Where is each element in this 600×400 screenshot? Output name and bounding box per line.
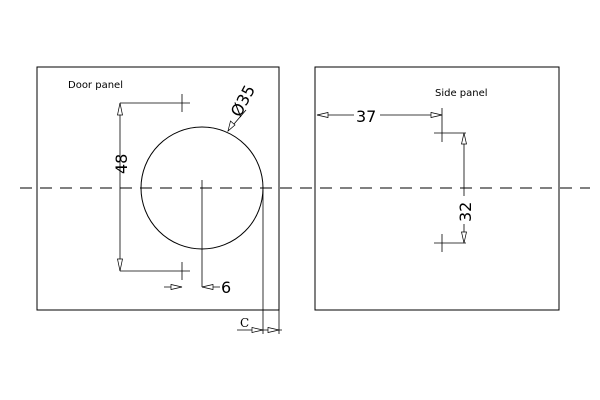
door-screw-marker-bottom	[120, 262, 190, 280]
dimension-6-text: 6	[221, 278, 231, 297]
door-panel-label: Door panel	[68, 80, 123, 91]
dimension-6: 6	[164, 278, 231, 297]
dimension-diameter-35-text: Ø35	[227, 82, 259, 120]
side-screw-marker-bottom	[434, 234, 466, 252]
dimension-c-text: C	[240, 316, 249, 330]
dimension-c: C	[237, 190, 282, 334]
dimension-32-text: 32	[456, 202, 475, 222]
dimension-37-text: 37	[356, 107, 376, 126]
dimension-48-text: 48	[112, 154, 131, 174]
door-panel: Door panel 48 Ø35	[36, 66, 282, 334]
side-panel-label: Side panel	[435, 88, 488, 99]
side-panel-outline	[314, 66, 560, 311]
door-panel-outline	[36, 66, 280, 311]
dimension-37: 37	[316, 106, 443, 126]
dimension-48: 48	[112, 102, 131, 272]
door-screw-marker-top	[120, 94, 190, 112]
side-screw-marker-top	[434, 124, 466, 142]
dimension-diameter-35: Ø35	[227, 82, 259, 132]
